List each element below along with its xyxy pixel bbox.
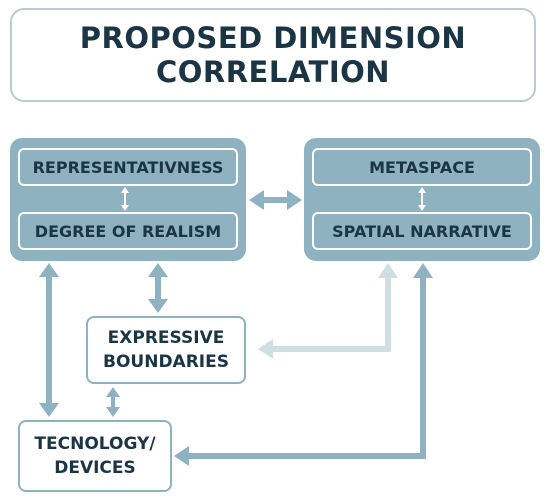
- arrow-realism-expressive: [148, 263, 168, 313]
- arrow-expressive-technology: [106, 387, 120, 417]
- representativness-label: REPRESENTATIVNESS: [32, 157, 224, 177]
- degree-of-realism-box: DEGREE OF REALISM: [18, 212, 238, 250]
- title-line-2: CORRELATION: [155, 55, 391, 89]
- arrow-left-right-groups: [249, 190, 302, 210]
- technology-devices-line-2: DEVICES: [54, 458, 136, 478]
- spatial-narrative-box: SPATIAL NARRATIVE: [312, 212, 532, 250]
- inner-arrow-right: [418, 187, 426, 211]
- arrow-left-group-technology: [39, 263, 59, 417]
- metaspace-box: METASPACE: [312, 148, 532, 186]
- title-line-1: PROPOSED DIMENSION: [79, 21, 467, 55]
- expressive-boundaries-node: EXPRESSIVE BOUNDARIES: [86, 316, 246, 384]
- inner-arrow-left: [121, 187, 129, 211]
- technology-devices-node: TECNOLOGY/ DEVICES: [18, 420, 172, 492]
- spatial-narrative-label: SPATIAL NARRATIVE: [332, 221, 512, 241]
- metaspace-label: METASPACE: [369, 157, 475, 177]
- expressive-boundaries-line-1: EXPRESSIVE: [107, 328, 225, 348]
- technology-devices-line-1: TECNOLOGY/: [34, 434, 156, 454]
- arrow-spatial-technology: [174, 263, 433, 466]
- representativness-box: REPRESENTATIVNESS: [18, 148, 238, 186]
- left-group: REPRESENTATIVNESS DEGREE OF REALISM: [10, 138, 246, 261]
- degree-of-realism-label: DEGREE OF REALISM: [34, 221, 222, 241]
- title-box: PROPOSED DIMENSION CORRELATION: [10, 8, 536, 102]
- arrow-spatial-expressive-faded: [258, 263, 398, 359]
- expressive-boundaries-line-2: BOUNDARIES: [103, 352, 229, 372]
